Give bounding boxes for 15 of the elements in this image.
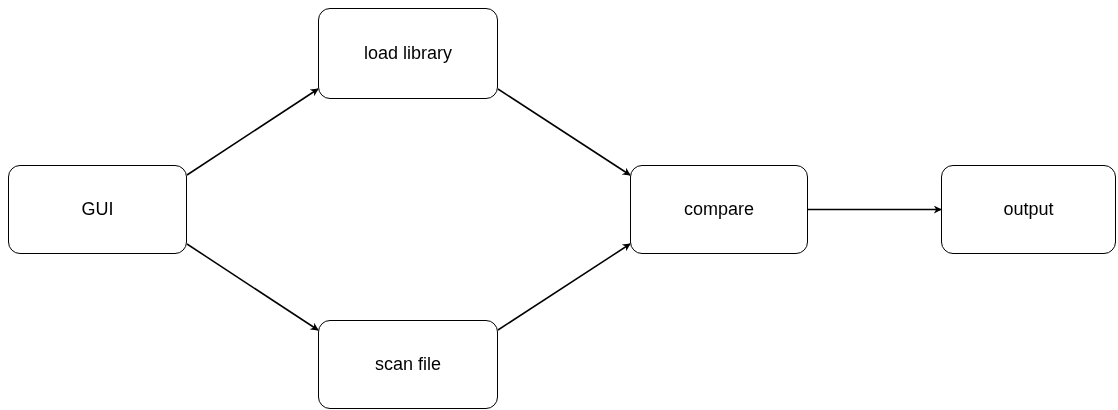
node-label: load library — [363, 43, 452, 64]
node-label: output — [1003, 199, 1054, 220]
process-box — [941, 165, 1116, 254]
arrow — [497, 88, 631, 176]
process-box — [318, 8, 498, 99]
arrow — [186, 88, 319, 176]
arrow — [807, 205, 942, 214]
node-label: compare — [684, 199, 754, 220]
arrow — [186, 243, 319, 331]
node-label: scan file — [374, 354, 441, 375]
process-box — [630, 165, 808, 254]
arrow — [497, 243, 631, 331]
node-label: GUI — [81, 199, 114, 220]
process-box — [318, 320, 498, 409]
process-box — [8, 165, 187, 254]
